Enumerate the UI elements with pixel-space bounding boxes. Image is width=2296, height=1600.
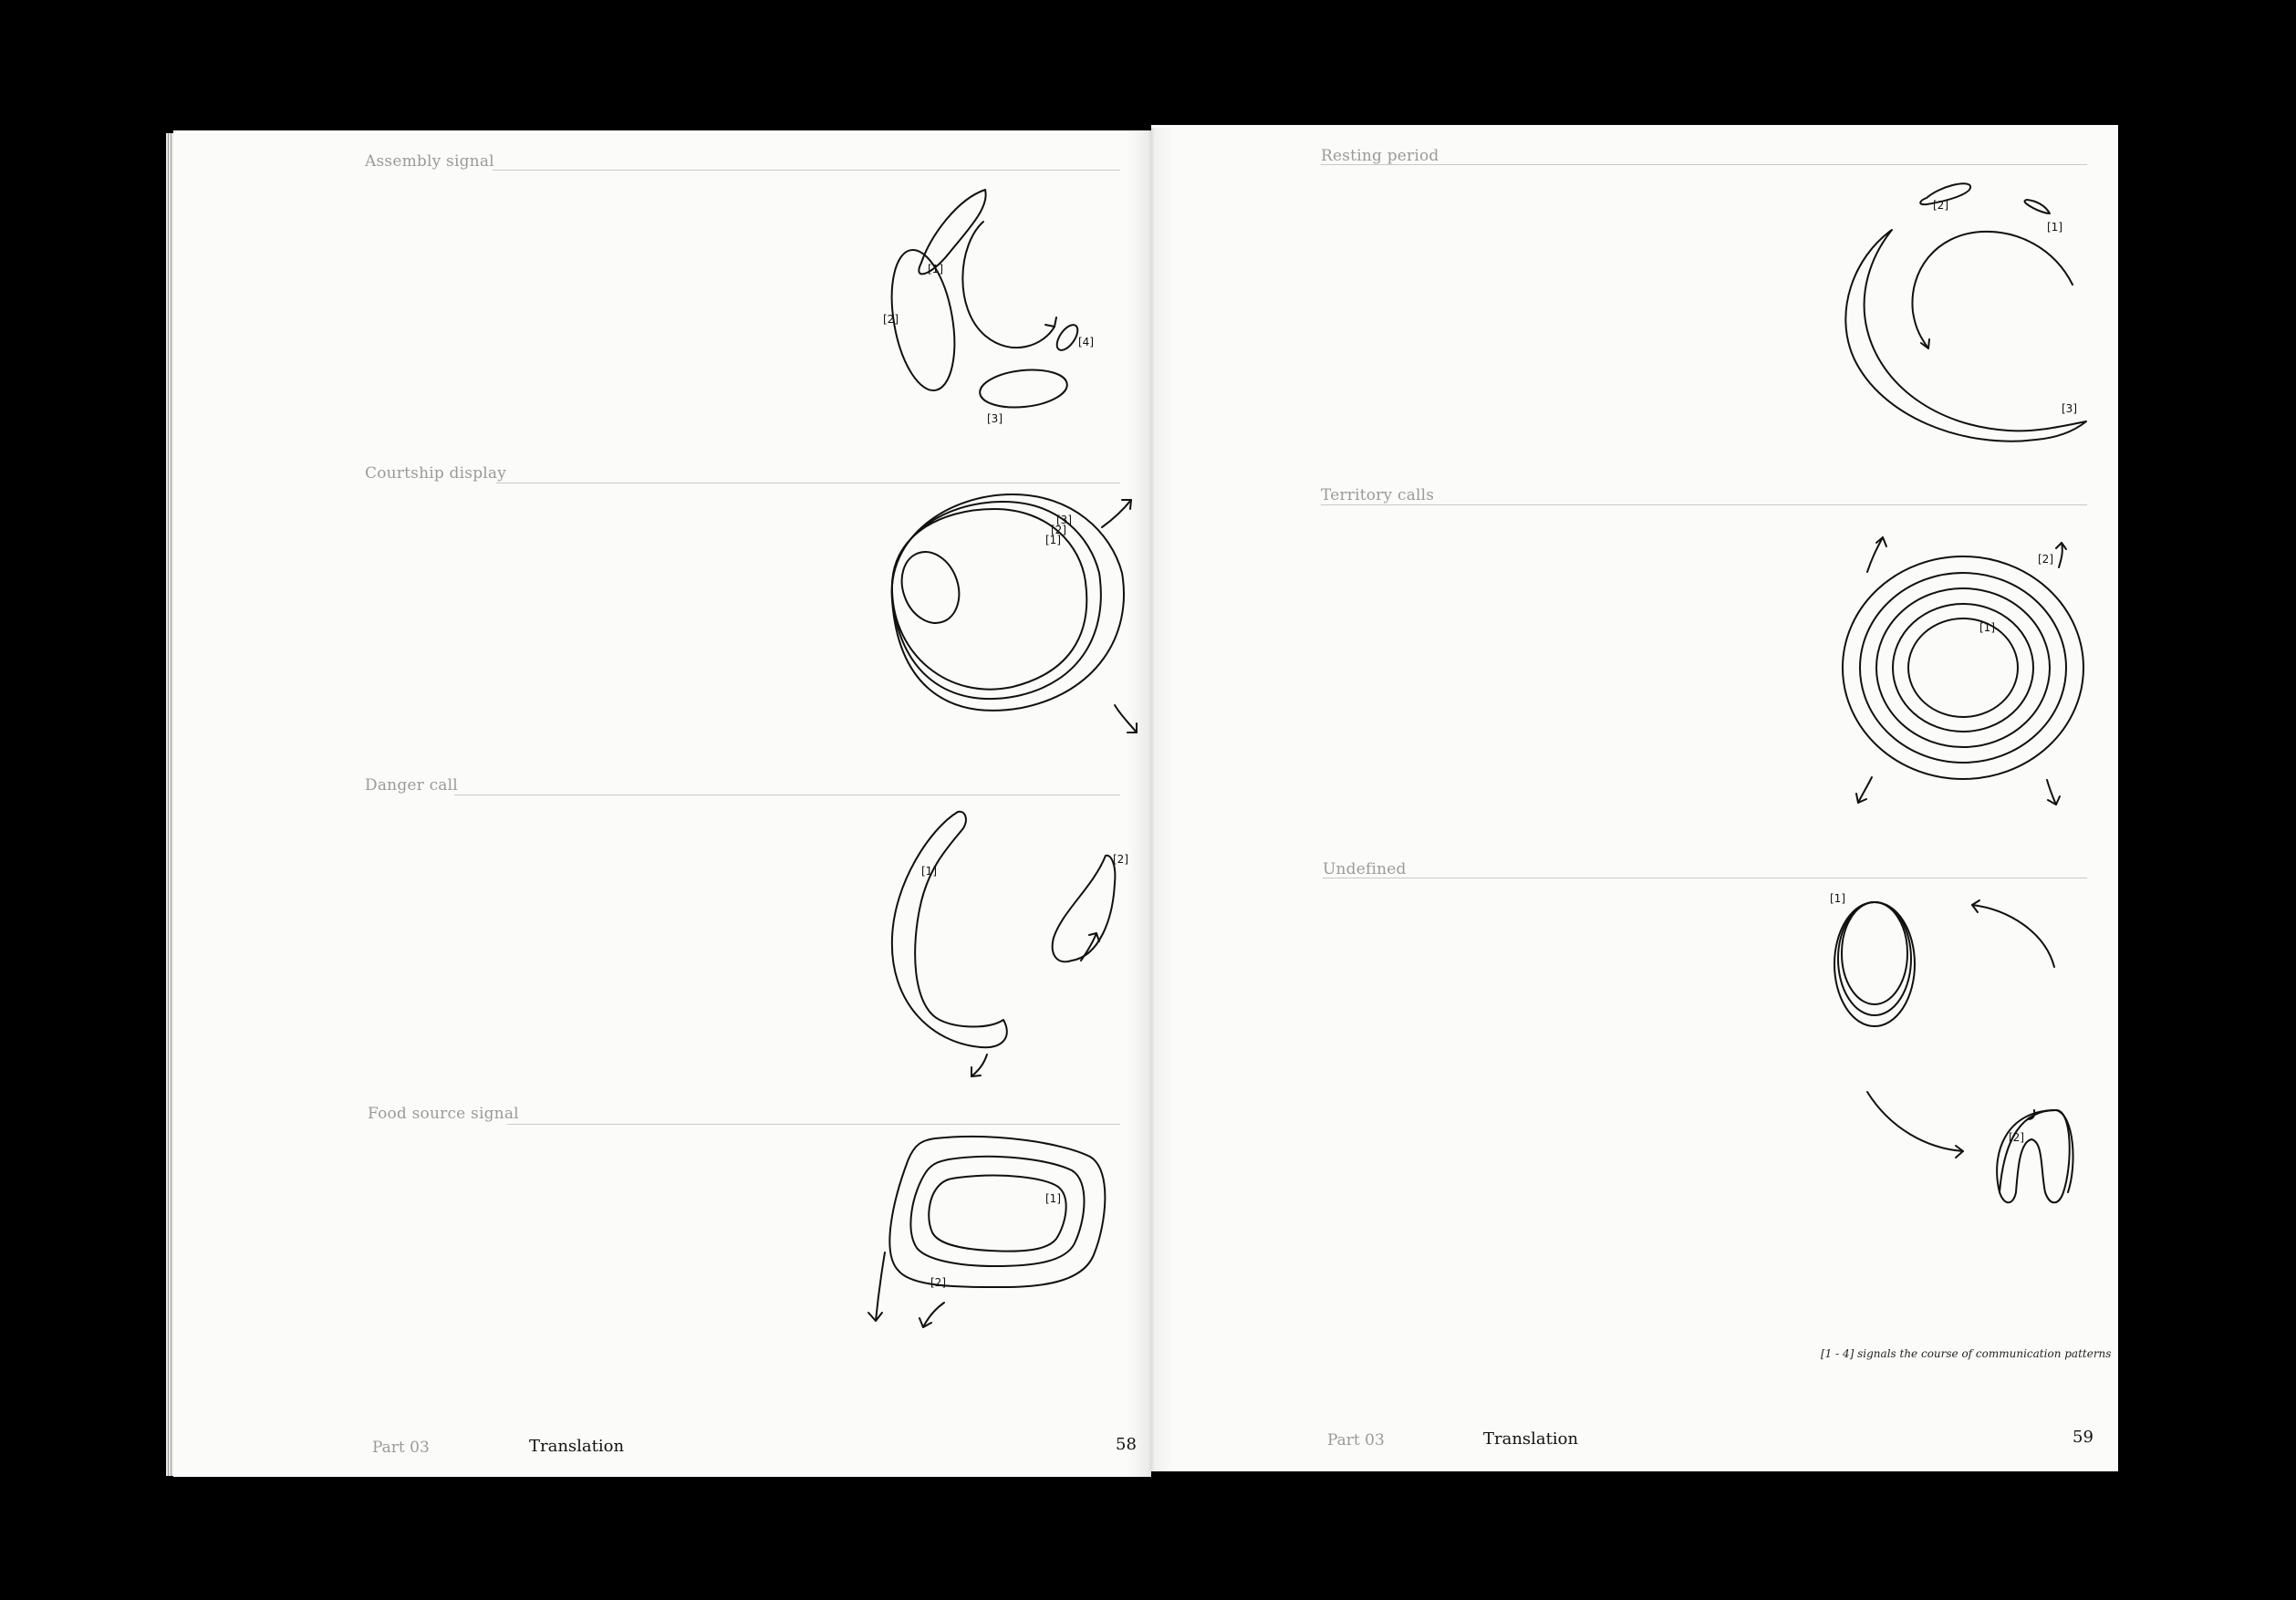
section-rule <box>1321 164 2087 165</box>
label-2: [2] <box>883 313 899 326</box>
section-title-resting-period: Resting period <box>1321 147 1439 165</box>
footer-part: Part 03 <box>372 1439 430 1457</box>
label-2: [2] <box>930 1276 946 1289</box>
label-1: [1] <box>1830 892 1845 905</box>
territory-calls-diagram: [2] [1] <box>1826 517 2100 818</box>
label-3: [3] <box>2062 402 2077 415</box>
food-source-signal-diagram: [1] [2] <box>867 1134 1149 1353</box>
label-1: [1] <box>1979 621 1995 634</box>
label-1: [1] <box>1045 1192 1061 1205</box>
section-title-food-source-signal: Food source signal <box>368 1105 519 1123</box>
section-rule <box>1321 504 2087 505</box>
label-1: [1] <box>1045 534 1061 546</box>
footnote: [1 - 4] signals the course of communicat… <box>1821 1347 2111 1360</box>
section-rule <box>507 1124 1120 1125</box>
left-page: Assembly signal [1] [2] [3] [4] Courtshi… <box>173 130 1151 1477</box>
label-2: [2] <box>1113 853 1128 866</box>
label-1: [1] <box>2047 221 2062 234</box>
label-1: [1] <box>921 865 937 878</box>
resting-period-diagram: [2] [1] [3] <box>1826 175 2100 449</box>
section-rule <box>493 170 1120 171</box>
footer-title: Translation <box>1483 1429 1578 1449</box>
section-title-undefined: Undefined <box>1323 860 1407 878</box>
courtship-display-diagram: [3] [2] [1] <box>876 482 1149 746</box>
danger-call-diagram: [1] [2] <box>876 801 1149 1075</box>
right-page: Resting period [2] [1] [3] Territory cal… <box>1151 125 2118 1471</box>
assembly-signal-diagram: [1] [2] [3] [4] <box>876 181 1149 436</box>
label-2: [2] <box>1933 199 1948 212</box>
spine-shadow <box>1127 128 1173 1478</box>
label-2: [2] <box>2038 553 2053 566</box>
undefined-diagram: [1] [2] <box>1826 891 2100 1274</box>
section-title-courtship-display: Courtship display <box>365 464 506 483</box>
section-title-danger-call: Danger call <box>365 776 458 795</box>
label-1: [1] <box>928 263 943 275</box>
page-number: 59 <box>2073 1428 2093 1447</box>
label-3: [3] <box>987 412 1003 425</box>
label-4: [4] <box>1078 336 1094 348</box>
footer-part: Part 03 <box>1327 1431 1385 1449</box>
section-title-assembly-signal: Assembly signal <box>365 152 494 171</box>
footer-title: Translation <box>529 1437 624 1456</box>
label-2: [2] <box>2009 1131 2024 1144</box>
section-title-territory-calls: Territory calls <box>1321 486 1434 504</box>
